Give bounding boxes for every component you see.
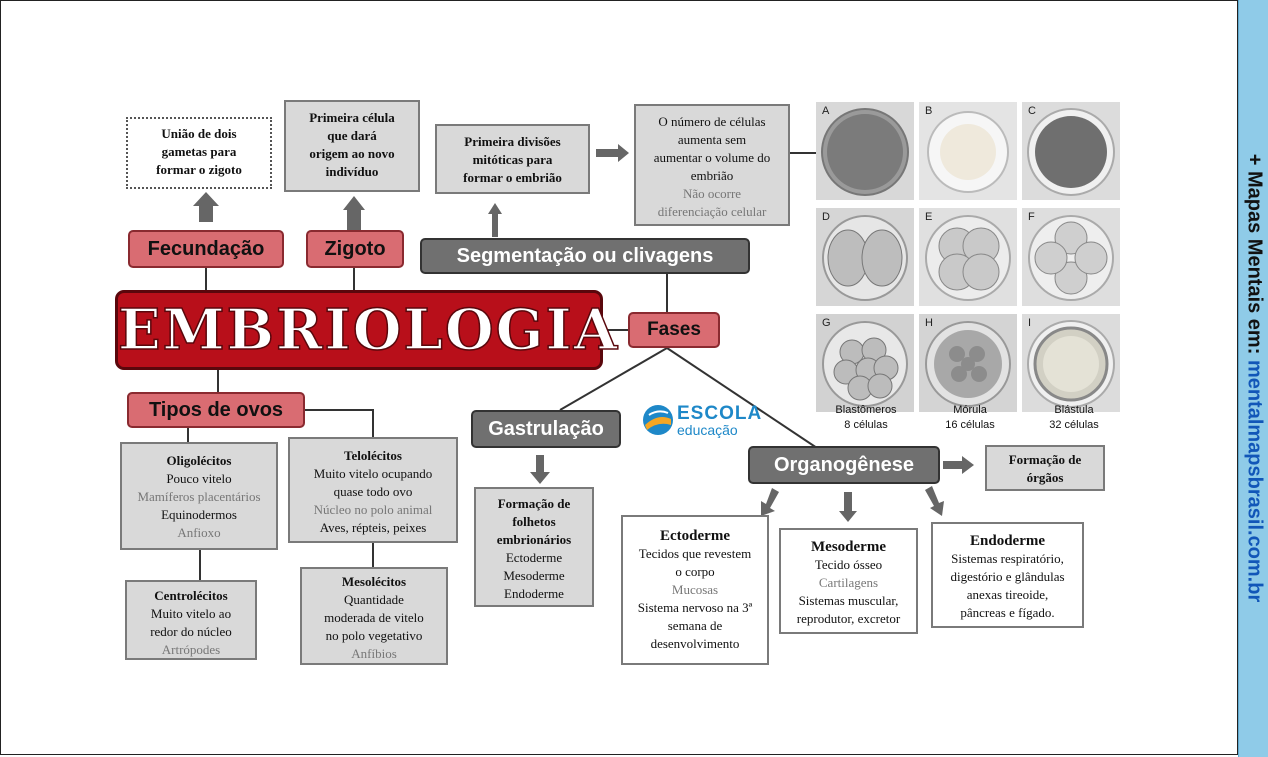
primeira-celula-box: Primeira célula que dará origem ao novo …	[284, 100, 420, 192]
arrow-down-icon	[530, 455, 550, 484]
sidebar-url-link[interactable]: mentalmapsbrasil.com.br	[1243, 359, 1266, 603]
arrow-right-icon	[596, 144, 629, 162]
embriologia-title-box: EMBRIOLOGIA	[115, 290, 620, 370]
arrow-down-icon	[839, 492, 857, 522]
cell-panel-h: H	[919, 314, 1017, 412]
fecundacao-label: Fecundação	[128, 230, 284, 268]
formacao-orgaos-box: Formação de órgãos	[985, 445, 1105, 491]
arrow-down-left-icon	[761, 488, 779, 516]
fases-label: Fases	[628, 312, 720, 348]
cell-panel-a: A	[816, 102, 914, 200]
caption-blastomeros: Blastômeros 8 células	[835, 404, 897, 431]
escola-educacao-logo: ESCOLA educação	[641, 402, 771, 438]
arrow-up-icon	[343, 196, 365, 230]
connector-telolecitos	[305, 409, 374, 437]
uniao-gametas-box: União de dois gametas para formar o zigo…	[126, 117, 272, 189]
sidebar-banner: + Mapas Mentais em: mentalmapsbrasil.com…	[1238, 0, 1268, 757]
caption-morula: Mórula 16 células	[945, 404, 995, 431]
mesoderme-box: Mesoderme Tecido ósseo Cartilagens Siste…	[779, 528, 918, 634]
sidebar-text: + Mapas Mentais em: mentalmapsbrasil.com…	[1243, 153, 1266, 603]
arrow-down-right-icon	[925, 486, 944, 516]
caption-blastula: Blástula 32 células	[1049, 404, 1099, 431]
page-title: EMBRIOLOGIA	[117, 296, 620, 364]
cell-panel-d: D	[816, 208, 914, 306]
arrow-up-icon	[488, 203, 502, 237]
numero-celulas-box: O número de células aumenta sem aumentar…	[634, 104, 790, 226]
tipos-ovos-label: Tipos de ovos	[127, 392, 305, 428]
zigoto-label: Zigoto	[306, 230, 404, 268]
mesolecitos-box: Mesolécitos Quantidade moderada de vitel…	[300, 567, 448, 665]
ectoderme-box: Ectoderme Tecidos que revestem o corpo M…	[621, 515, 769, 665]
folhetos-box: Formação de folhetos embrionários Ectode…	[474, 487, 594, 607]
arrow-right-icon	[943, 456, 974, 474]
cell-panel-i: I	[1022, 314, 1120, 412]
cell-panel-b: B	[919, 102, 1017, 200]
organogenese-label: Organogênese	[748, 446, 940, 484]
gastrulacao-label: Gastrulação	[471, 410, 621, 448]
centrolecitos-box: Centrolécitos Muito vitelo ao redor do n…	[125, 580, 257, 660]
oligolecitos-box: Oligolécitos Pouco vitelo Mamíferos plac…	[120, 442, 278, 550]
logo-escola-text: ESCOLA	[677, 403, 763, 424]
segmentacao-label: Segmentação ou clivagens	[420, 238, 750, 274]
connector-lines	[187, 144, 974, 582]
endoderme-box: Endoderme Sistemas respiratório, digestó…	[931, 522, 1084, 628]
cell-panel-e: E	[919, 208, 1017, 306]
cell-panel-g: G	[816, 314, 914, 412]
arrow-up-icon	[193, 192, 219, 222]
connector-organogenese	[666, 347, 821, 451]
primeiras-divisoes-box: Primeira divisões mitóticas para formar …	[435, 124, 590, 194]
logo-educacao-text: educação	[677, 422, 738, 438]
logo-circle-icon	[643, 405, 673, 435]
cell-panel-c: C	[1022, 102, 1120, 200]
connector-gastrulacao	[559, 347, 668, 411]
telolecitos-box: Telolécitos Muito vitelo ocupando quase …	[288, 437, 458, 543]
cell-panel-f: F	[1022, 208, 1120, 306]
